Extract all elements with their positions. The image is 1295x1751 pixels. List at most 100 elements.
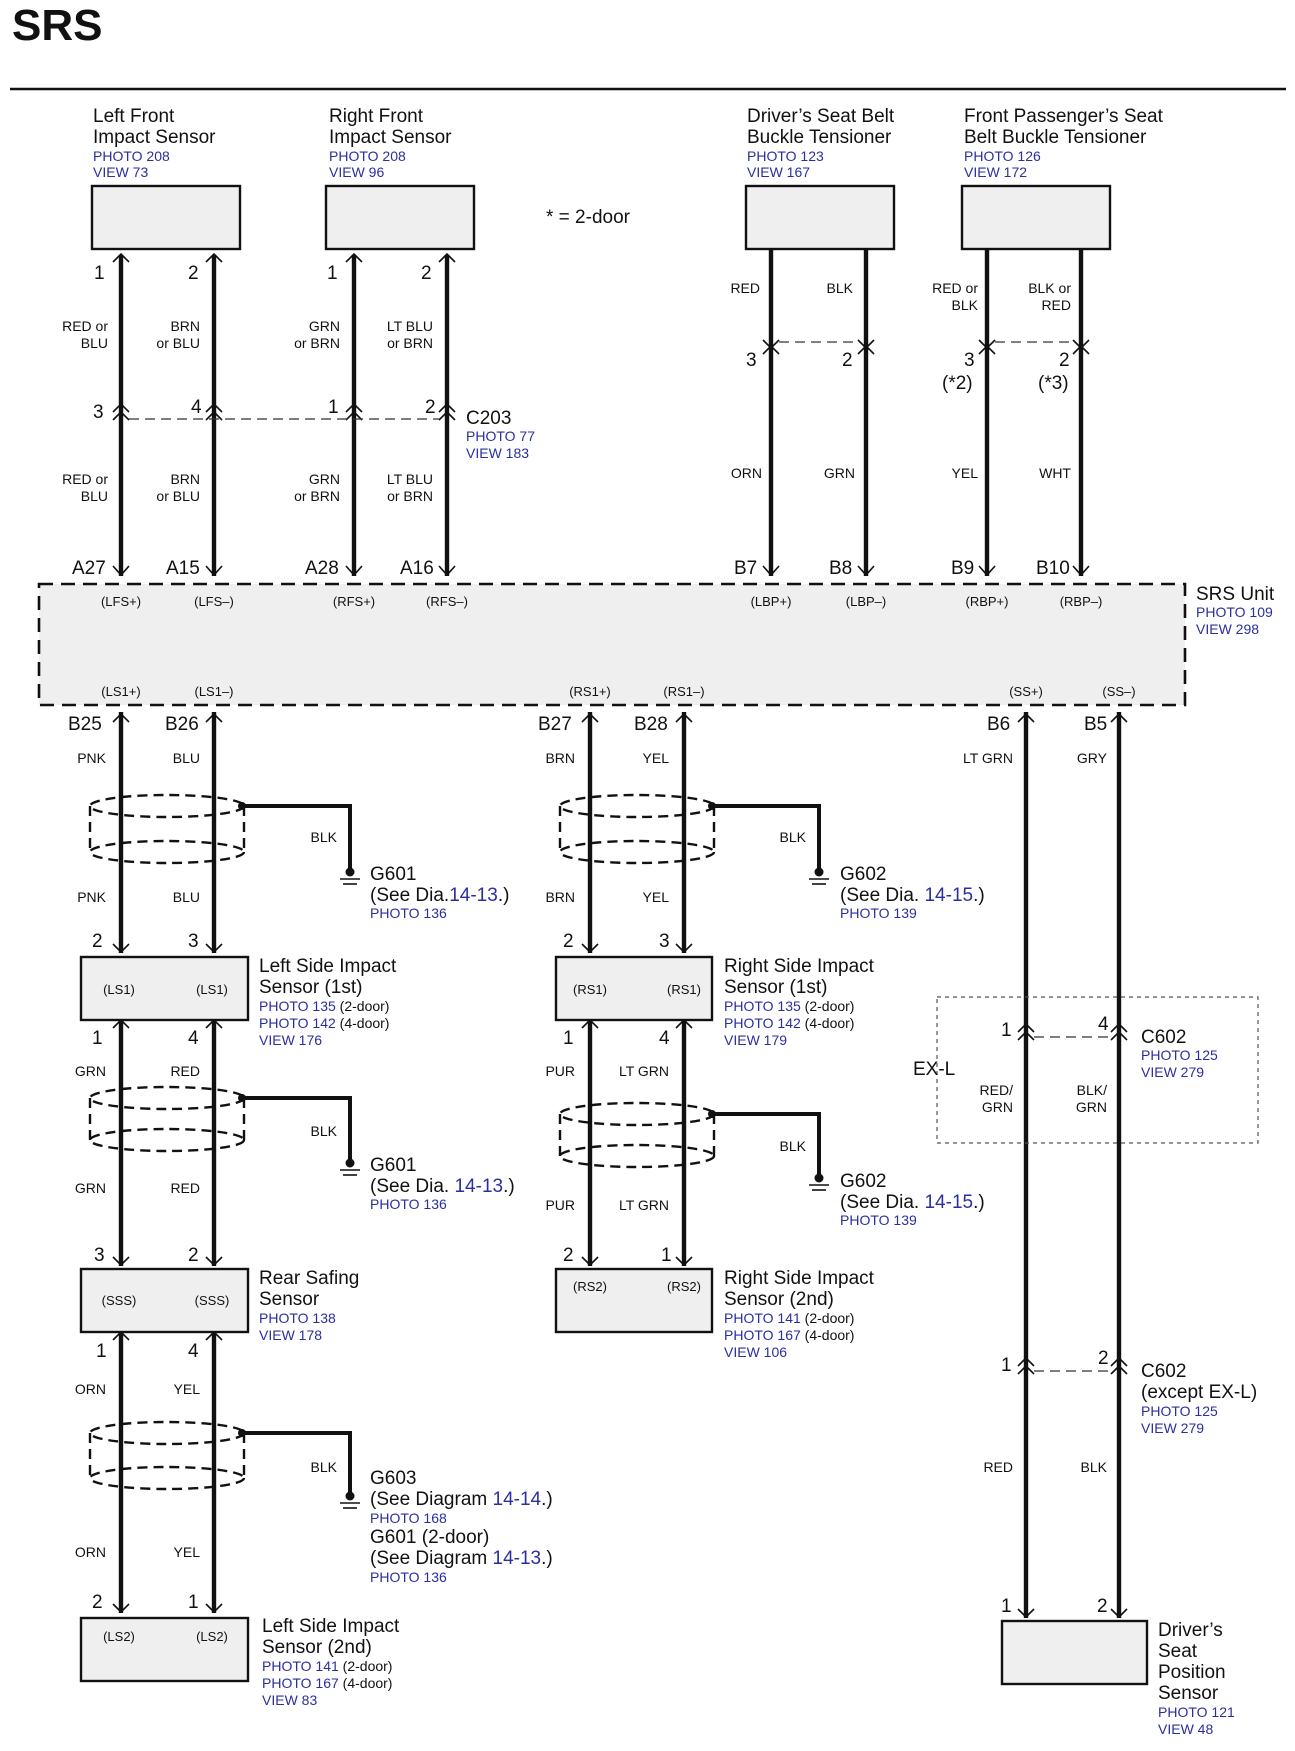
pin-number: 2: [842, 350, 853, 371]
ground-icon: [340, 1491, 360, 1509]
terminal-label: (RBP–): [1060, 594, 1103, 609]
pin-number: 1: [1001, 1020, 1012, 1041]
pin-number: 2: [563, 931, 574, 952]
pin-number: B28: [634, 714, 668, 735]
svg-text:(See Diagram 14-13.): (See Diagram 14-13.): [370, 1548, 553, 1569]
pin-number: A16: [400, 558, 434, 579]
wire-color: GRN: [309, 471, 340, 487]
svg-text:PHOTO 167 (4-door): PHOTO 167 (4-door): [724, 1327, 854, 1343]
wire-color: BLK: [1081, 1459, 1108, 1475]
component-name: Impact Sensor: [93, 127, 216, 148]
srs-unit-box: [37, 582, 1187, 707]
terminal-label: (RFS+): [333, 594, 375, 609]
terminal-label: (RS1–): [663, 684, 704, 699]
wire-color: BRN: [170, 471, 200, 487]
photo-note: (2-door): [805, 998, 855, 1014]
wire-color: YEL: [952, 465, 979, 481]
terminal-label: (SS–): [1102, 684, 1135, 699]
component-name: Left Side Impact: [259, 956, 397, 977]
component-name: Sensor: [259, 1289, 320, 1310]
pin-number: 2: [425, 397, 436, 418]
photo-ref: PHOTO 208: [329, 148, 406, 164]
wire-color: BLK or: [1028, 280, 1071, 296]
wire-color: GRN: [75, 1063, 106, 1079]
wire-color: BRN: [170, 318, 200, 334]
component-name: Driver’s Seat Belt: [747, 106, 895, 127]
photo-ref: PHOTO 168: [370, 1510, 447, 1526]
component-box: [79, 955, 250, 1022]
pin-number: 1: [1001, 1596, 1012, 1617]
view-ref: VIEW 96: [329, 164, 384, 180]
diagram-link: 14-15: [924, 885, 973, 906]
ground-g601-b: G601 (See Dia. 14-13.) PHOTO 136: [370, 1155, 515, 1212]
pin-number: 1: [92, 1028, 103, 1049]
component-name: Driver’s: [1158, 1620, 1223, 1641]
page-title: SRS: [12, 1, 102, 50]
view-ref: VIEW 73: [93, 164, 148, 180]
left-shield-1: [88, 793, 352, 872]
pin-number: 2: [92, 931, 103, 952]
component-box: [554, 1267, 714, 1334]
wire-color: BLU: [81, 335, 108, 351]
ex-l-region: [936, 996, 1259, 1144]
svg-text:PHOTO 135 (2-door): PHOTO 135 (2-door): [259, 998, 389, 1014]
pin-number: 4: [188, 1341, 199, 1362]
component-box: [744, 184, 896, 251]
component-name: SRS Unit: [1196, 584, 1275, 605]
wire-color: RED or: [62, 471, 108, 487]
view-ref: VIEW 167: [747, 164, 810, 180]
component-name: Sensor (1st): [724, 977, 827, 998]
connector-name: C602: [1141, 1027, 1186, 1048]
diagram-link: 14-13: [454, 1176, 503, 1197]
photo-ref: PHOTO 126: [964, 148, 1041, 164]
svg-text:(See Diagram 14-14.): (See Diagram 14-14.): [370, 1489, 553, 1510]
wire-color: LT GRN: [619, 1063, 669, 1079]
terminal-label: (LFS+): [101, 594, 141, 609]
wire-color: YEL: [174, 1544, 201, 1560]
wire-color: RED or: [62, 318, 108, 334]
connector-c203: C203 PHOTO 77 VIEW 183: [466, 408, 535, 461]
photo-ref: PHOTO 208: [93, 148, 170, 164]
terminal-label: (LS2): [196, 1629, 228, 1644]
connector-name: C602: [1141, 1361, 1186, 1382]
wire-color: or BLU: [156, 335, 200, 351]
pin-note: (*3): [1038, 373, 1069, 394]
connector-name: C203: [466, 408, 511, 429]
wire-color: LT BLU: [387, 471, 433, 487]
component-name: Sensor (2nd): [724, 1289, 834, 1310]
component-name: Buckle Tensioner: [747, 127, 892, 148]
pin-number: 1: [1001, 1355, 1012, 1376]
photo-note: (4-door): [805, 1327, 855, 1343]
view-ref: VIEW 178: [259, 1327, 322, 1343]
photo-ref: PHOTO 77: [466, 428, 535, 444]
view-ref: VIEW 83: [262, 1692, 317, 1708]
wire-color: GRN: [982, 1099, 1013, 1115]
svg-text:(See Dia. 14-15.): (See Dia. 14-15.): [840, 885, 985, 906]
terminal-label: (LFS–): [194, 594, 234, 609]
terminal-label: (SSS): [102, 1293, 137, 1308]
photo-ref: PHOTO 123: [747, 148, 824, 164]
wire-color: BLK: [780, 829, 807, 845]
right-side-impact-sensor-2nd: (RS2) (RS2) 2 1 Right Side Impact Sensor…: [554, 1245, 875, 1360]
svg-text:PHOTO 167 (4-door): PHOTO 167 (4-door): [262, 1675, 392, 1691]
view-ref: VIEW 279: [1141, 1064, 1204, 1080]
wire-color: RED: [170, 1180, 200, 1196]
terminal-label: (RS1): [667, 982, 701, 997]
wire-color: RED or: [932, 280, 978, 296]
photo-ref: PHOTO 125: [1141, 1403, 1218, 1419]
pin-number: 1: [327, 263, 338, 284]
component-name: Sensor (2nd): [262, 1637, 372, 1658]
wire-color: LT BLU: [387, 318, 433, 334]
wire-color: or BRN: [294, 335, 340, 351]
component-name: Right Side Impact: [724, 1268, 875, 1289]
component-name: Rear Safing: [259, 1268, 359, 1289]
wire-color: GRN: [309, 318, 340, 334]
view-ref: VIEW 176: [259, 1032, 322, 1048]
photo-ref: PHOTO 136: [370, 905, 447, 921]
photo-ref: PHOTO 121: [1158, 1704, 1235, 1720]
pin-number: 3: [93, 402, 104, 423]
pin-number: 2: [92, 1592, 103, 1613]
srs-unit: SRS Unit PHOTO 109 VIEW 298 (LFS+) (LFS–…: [37, 582, 1275, 707]
wire-color: ORN: [75, 1544, 106, 1560]
ground-g603: G603 (See Diagram 14-14.) PHOTO 168 G601…: [370, 1468, 553, 1585]
